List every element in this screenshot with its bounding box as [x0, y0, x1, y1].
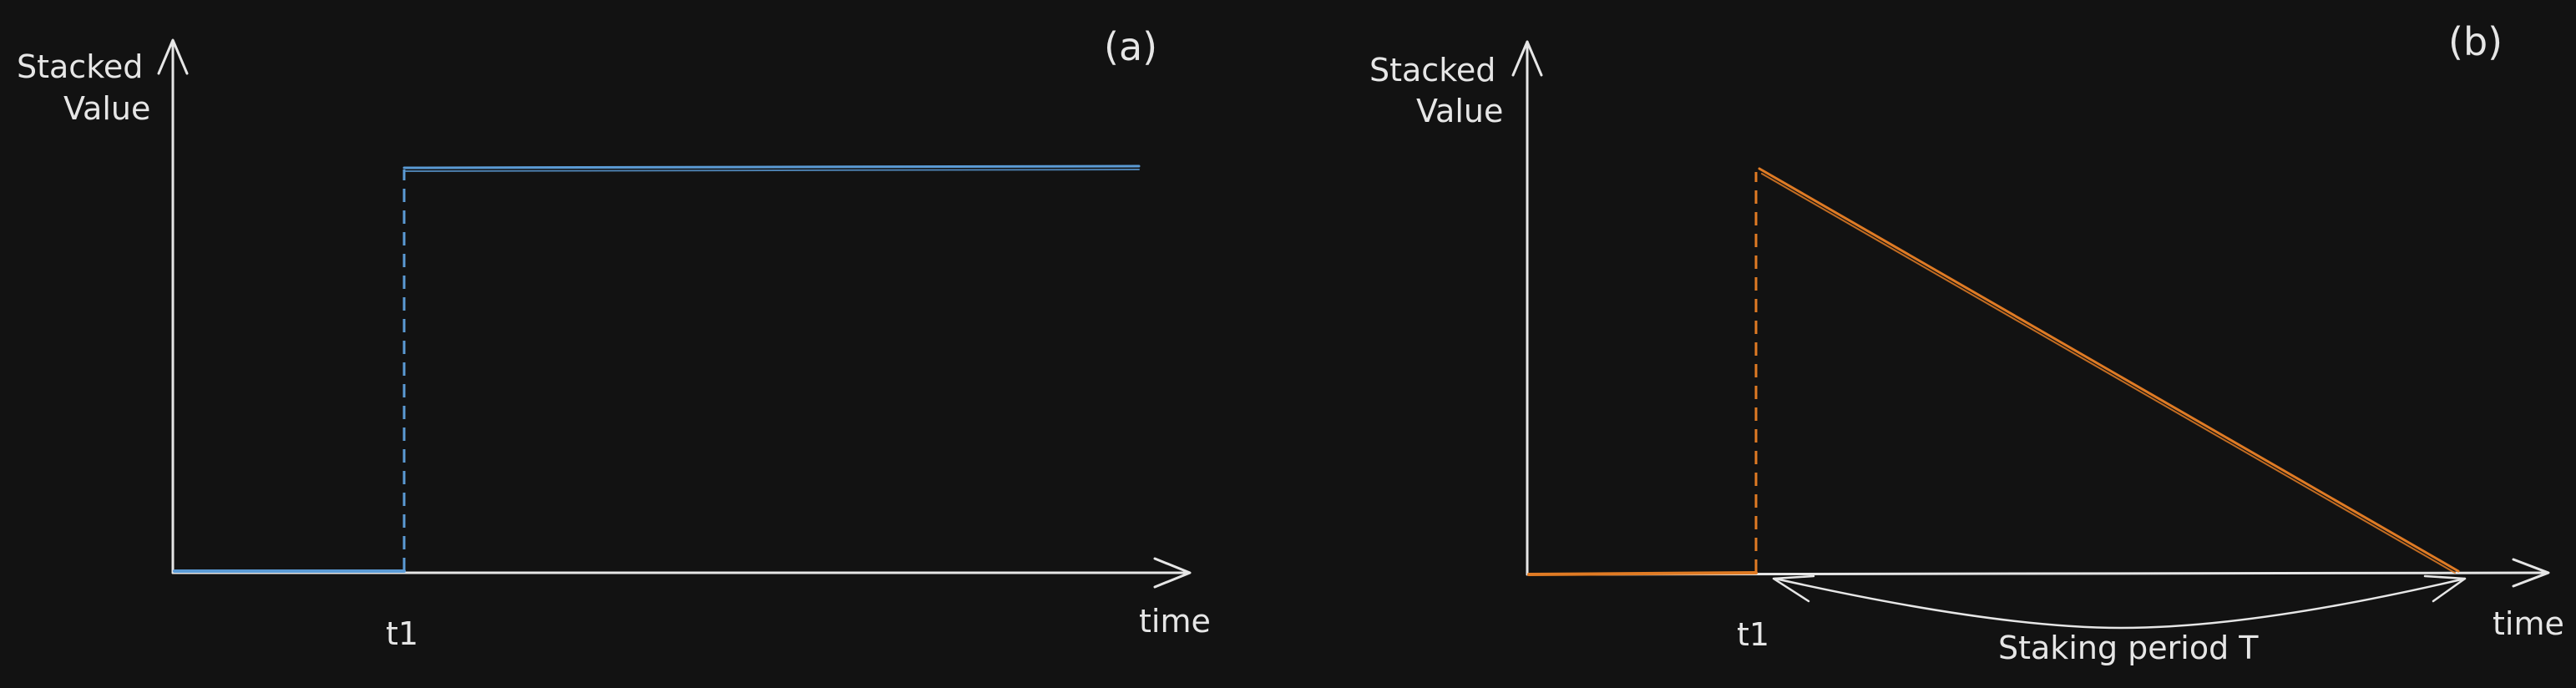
panel-b-period-left-arrowhead-icon	[1772, 574, 1815, 603]
panel-b-x-arrowhead-icon	[2512, 558, 2550, 588]
panel-b-xlabel: time	[2492, 605, 2564, 642]
panel-b-period-label: Staking period T	[1998, 630, 2259, 666]
panel-a-ylabel-line1: Stacked	[17, 48, 143, 85]
panel-b: (b) Stacked Value time t1 Staking period…	[1369, 19, 2564, 666]
panel-a: (a) Stacked Value time t1	[17, 24, 1211, 652]
panel-b-series-baseline	[1527, 571, 1758, 576]
panel-b-ylabel-line2: Value	[1416, 93, 1503, 129]
panel-a-x-arrowhead-icon	[1153, 557, 1192, 589]
panel-b-period-right-arrowhead-icon	[2423, 574, 2467, 603]
panel-b-period-brace	[1774, 577, 2467, 630]
panel-a-ylabel-line2: Value	[63, 90, 150, 127]
panel-b-series-decay-echo	[1761, 173, 2456, 574]
panel-a-xlabel: time	[1139, 603, 1211, 640]
panel-a-series-plateau-echo	[405, 169, 1140, 172]
panel-a-tick-t1: t1	[386, 615, 418, 652]
panel-a-y-arrowhead-icon	[157, 38, 189, 75]
panel-b-label: (b)	[2448, 19, 2503, 64]
panel-b-y-arrowhead-icon	[1511, 40, 1543, 77]
panel-b-series-decay	[1758, 167, 2460, 573]
panel-a-label: (a)	[1104, 24, 1157, 69]
panel-b-tick-t1: t1	[1737, 616, 1769, 653]
panel-b-ylabel-line1: Stacked	[1369, 52, 1495, 89]
panel-a-series-plateau	[402, 164, 1141, 169]
